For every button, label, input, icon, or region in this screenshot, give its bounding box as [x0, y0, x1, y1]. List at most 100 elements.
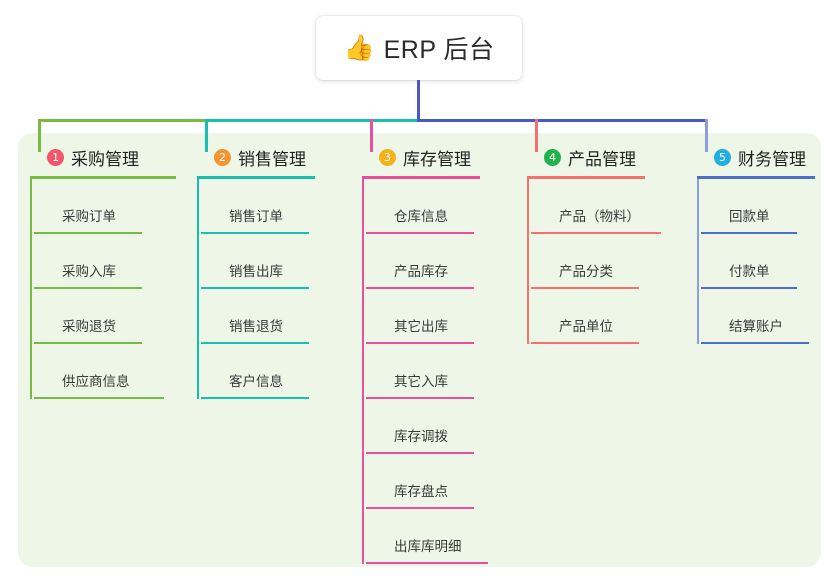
connector-bus-indigo: [417, 119, 708, 122]
branch-items: 产品（物料） 产品分类产品单位: [527, 179, 661, 344]
branch-number-badge: 5: [714, 148, 731, 166]
branch-underline: [197, 176, 315, 179]
branch-leaf-underline: [366, 562, 488, 564]
branch-leaf[interactable]: 其它入库: [366, 344, 480, 399]
branch-title-label: 销售管理: [238, 149, 306, 169]
branch-leaf[interactable]: 销售出库: [201, 234, 315, 289]
branch-leaf-underline: [201, 397, 309, 399]
branch-leaf[interactable]: 出库库明细: [366, 509, 488, 564]
branch-leaf[interactable]: 销售订单: [201, 179, 315, 234]
branch-leaf-label: 产品单位: [559, 319, 613, 334]
branch-leaf-label: 客户信息: [229, 374, 283, 389]
connector-bus-green: [38, 119, 205, 122]
branch-leaf-label: 销售订单: [229, 209, 283, 224]
branch-underline: [527, 176, 645, 179]
branch-header-4[interactable]: 4 产品管理: [527, 145, 645, 169]
branch-title-label: 采购管理: [71, 149, 139, 169]
branch-leaf-label: 供应商信息: [62, 374, 130, 389]
branch-leaf-underline: [34, 397, 164, 399]
branch-leaf-label: 库存盘点: [394, 484, 448, 499]
branch-number-badge: 3: [379, 148, 396, 166]
branch-leaf-underline: [701, 232, 797, 234]
connector-bus-teal: [205, 119, 417, 122]
branch-underline: [697, 176, 815, 179]
branch-items: 采购订单采购入库采购退货供应商信息: [30, 179, 176, 399]
branch-underline: [30, 176, 176, 179]
branch-leaf-label: 其它入库: [394, 374, 448, 389]
branch-spine: [527, 179, 529, 344]
branch-leaf[interactable]: 其它出库: [366, 289, 480, 344]
branch-items: 销售订单销售出库销售退货客户信息: [197, 179, 315, 399]
branch-leaf[interactable]: 供应商信息: [34, 344, 176, 399]
branch-leaf-underline: [701, 342, 809, 344]
branch-leaf-label: 结算账户: [729, 319, 783, 334]
branch-leaf-underline: [201, 342, 309, 344]
branch-leaf-label: 产品分类: [559, 264, 613, 279]
branch-number-badge: 1: [47, 148, 64, 166]
branch-leaf-underline: [531, 232, 661, 234]
diagram-panel: [18, 133, 821, 567]
branch-leaf-underline: [531, 342, 639, 344]
branch-leaf[interactable]: 结算账户: [701, 289, 815, 344]
branch-leaf[interactable]: 产品单位: [531, 289, 645, 344]
branch-spine: [362, 179, 364, 564]
branch-title-label: 产品管理: [568, 149, 636, 169]
branch-leaf-underline: [366, 397, 474, 399]
branch-leaf-label: 采购退货: [62, 319, 116, 334]
connector-drop-1: [38, 119, 41, 152]
branch-leaf-underline: [366, 507, 474, 509]
branch-leaf[interactable]: 客户信息: [201, 344, 315, 399]
root-title-label: ERP 后台: [383, 36, 495, 64]
connector-drop-3: [370, 119, 373, 152]
branch-leaf-label: 回款单: [729, 209, 770, 224]
branch-leaf[interactable]: 采购退货: [34, 289, 176, 344]
connector-drop-5: [705, 119, 708, 152]
branch-leaf-label: 产品（物料）: [559, 209, 640, 224]
branch-leaf[interactable]: 采购订单: [34, 179, 176, 234]
branch-leaf-label: 其它出库: [394, 319, 448, 334]
branch-spine: [30, 179, 32, 399]
branch-spine: [697, 179, 699, 344]
branch-leaf-label: 出库库明细: [394, 539, 462, 554]
root-title-card[interactable]: 👍 ERP 后台: [316, 16, 522, 80]
branch-header-1[interactable]: 1 采购管理: [30, 145, 176, 169]
branch-leaf-underline: [34, 287, 142, 289]
branch-leaf[interactable]: 仓库信息: [366, 179, 480, 234]
branch-leaf[interactable]: 采购入库: [34, 234, 176, 289]
branch-leaf-underline: [34, 342, 142, 344]
branch-leaf-underline: [201, 287, 309, 289]
branch-leaf-label: 产品库存: [394, 264, 448, 279]
branch-spine: [197, 179, 199, 399]
branch-leaf[interactable]: 付款单: [701, 234, 815, 289]
branch-number-badge: 4: [544, 148, 561, 166]
branch-leaf[interactable]: 产品（物料）: [531, 179, 661, 234]
branch-leaf-label: 采购入库: [62, 264, 116, 279]
branch-leaf-label: 库存调拨: [394, 429, 448, 444]
branch-leaf[interactable]: 产品库存: [366, 234, 480, 289]
branch-underline: [362, 176, 480, 179]
branch-leaf-underline: [34, 232, 142, 234]
branch-leaf-underline: [366, 342, 474, 344]
branch-leaf-label: 付款单: [729, 264, 770, 279]
branch-column-1: 1 采购管理采购订单采购入库采购退货供应商信息: [30, 145, 176, 399]
branch-leaf-label: 仓库信息: [394, 209, 448, 224]
branch-leaf-underline: [366, 287, 474, 289]
root-title-inner: 👍 ERP 后台: [343, 30, 494, 66]
branch-leaf[interactable]: 库存盘点: [366, 454, 480, 509]
branch-column-4: 4 产品管理产品（物料） 产品分类产品单位: [527, 145, 661, 344]
branch-leaf[interactable]: 产品分类: [531, 234, 645, 289]
branch-leaf[interactable]: 库存调拨: [366, 399, 480, 454]
branch-leaf-label: 销售出库: [229, 264, 283, 279]
branch-leaf[interactable]: 销售退货: [201, 289, 315, 344]
thumbs-up-icon: 👍: [343, 33, 375, 62]
branch-leaf-underline: [366, 232, 474, 234]
connector-drop-4: [535, 119, 538, 152]
branch-leaf[interactable]: 回款单: [701, 179, 815, 234]
